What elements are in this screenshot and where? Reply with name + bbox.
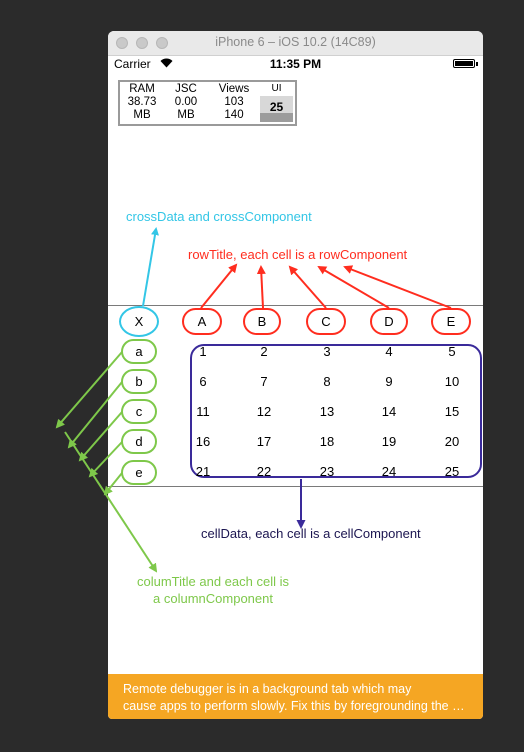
minimize-window-button[interactable] bbox=[136, 37, 148, 49]
close-window-button[interactable] bbox=[116, 37, 128, 49]
zoom-window-button[interactable] bbox=[156, 37, 168, 49]
cell-2-e[interactable]: 10 bbox=[444, 374, 460, 389]
window-title: iPhone 6 – iOS 10.2 (14C89) bbox=[215, 35, 376, 49]
row-arrow-b bbox=[256, 265, 266, 309]
cell-4-b[interactable]: 17 bbox=[256, 434, 272, 449]
row-title-c[interactable]: C bbox=[306, 308, 346, 335]
column-arrow-b bbox=[67, 381, 123, 449]
cell-5-b[interactable]: 22 bbox=[256, 464, 272, 479]
column-annotation: columTitle and each cell is a columnComp… bbox=[126, 573, 300, 607]
perf-jsc: JSC 0.00 MB bbox=[166, 83, 206, 122]
cell-annotation: cellData, each cell is a cellComponent bbox=[201, 526, 421, 541]
perf-ui-label: UI bbox=[271, 83, 282, 94]
column-annotation-line2: a columnComponent bbox=[153, 591, 273, 606]
remote-debugger-banner[interactable]: Remote debugger is in a background tab w… bbox=[108, 674, 483, 719]
cell-4-d[interactable]: 19 bbox=[381, 434, 397, 449]
perf-views: Views 103 140 bbox=[214, 83, 254, 122]
column-arrow-e bbox=[103, 472, 123, 496]
cell-3-b[interactable]: 12 bbox=[256, 404, 272, 419]
cell-2-a[interactable]: 6 bbox=[199, 374, 207, 389]
column-title-d[interactable]: d bbox=[121, 429, 157, 454]
battery-icon bbox=[453, 59, 475, 68]
cell-4-e[interactable]: 20 bbox=[444, 434, 460, 449]
row-title-d[interactable]: D bbox=[370, 308, 408, 335]
cell-5-d[interactable]: 24 bbox=[381, 464, 397, 479]
cell-5-c[interactable]: 23 bbox=[319, 464, 335, 479]
perf-jsc-value: 0.00 bbox=[174, 96, 198, 108]
row-arrow-e bbox=[343, 265, 452, 309]
cell-3-a[interactable]: 11 bbox=[196, 404, 210, 419]
perf-views-unit: 140 bbox=[224, 109, 244, 121]
status-time: 11:35 PM bbox=[269, 57, 322, 71]
cell-1-b[interactable]: 2 bbox=[260, 344, 268, 359]
column-title-a[interactable]: a bbox=[121, 339, 157, 364]
cell-4-a[interactable]: 16 bbox=[195, 434, 211, 449]
carrier-label: Carrier bbox=[114, 57, 151, 71]
window-titlebar: iPhone 6 – iOS 10.2 (14C89) bbox=[108, 31, 483, 56]
table-top-divider bbox=[108, 305, 483, 306]
column-arrow-a bbox=[55, 351, 123, 429]
cell-2-c[interactable]: 8 bbox=[323, 374, 331, 389]
cell-3-e[interactable]: 15 bbox=[444, 404, 460, 419]
perf-views-label: Views bbox=[218, 83, 250, 95]
simulator-window: iPhone 6 – iOS 10.2 (14C89) Carrier 11:3… bbox=[108, 31, 483, 719]
row-arrow-a bbox=[200, 263, 238, 309]
cell-1-c[interactable]: 3 bbox=[323, 344, 331, 359]
cell-5-e[interactable]: 25 bbox=[444, 464, 460, 479]
battery-tip-icon bbox=[476, 62, 478, 66]
row-title-b[interactable]: B bbox=[243, 308, 281, 335]
fps-graph bbox=[260, 96, 293, 122]
perf-jsc-label: JSC bbox=[175, 83, 197, 95]
column-main-arrow bbox=[64, 431, 158, 573]
perf-ram-value: 38.73 bbox=[127, 96, 157, 108]
cell-1-d[interactable]: 4 bbox=[385, 344, 393, 359]
row-annotation: rowTitle, each cell is a rowComponent bbox=[188, 247, 408, 262]
perf-ui-value: 25 bbox=[269, 100, 284, 114]
perf-ram-unit: MB bbox=[133, 109, 151, 121]
ios-status-bar: Carrier 11:35 PM bbox=[108, 55, 483, 73]
cross-arrow bbox=[142, 227, 159, 307]
column-annotation-line1: columTitle and each cell is bbox=[137, 574, 289, 589]
cell-3-d[interactable]: 14 bbox=[381, 404, 397, 419]
row-title-e[interactable]: E bbox=[431, 308, 471, 335]
cell-4-c[interactable]: 18 bbox=[319, 434, 335, 449]
column-arrow-c bbox=[78, 411, 123, 462]
row-arrow-c bbox=[288, 265, 327, 309]
perf-monitor[interactable]: RAM 38.73 MB JSC 0.00 MB Views 103 140 U… bbox=[118, 80, 297, 126]
row-arrow-d bbox=[317, 265, 390, 309]
column-title-e[interactable]: e bbox=[121, 460, 157, 485]
cross-cell[interactable]: X bbox=[119, 306, 159, 337]
column-title-b[interactable]: b bbox=[121, 369, 157, 394]
perf-ui-fps: UI 25 bbox=[258, 82, 295, 124]
table-bottom-divider bbox=[108, 486, 483, 487]
perf-ram-label: RAM bbox=[129, 83, 155, 95]
cell-3-c[interactable]: 13 bbox=[319, 404, 335, 419]
perf-jsc-unit: MB bbox=[177, 109, 195, 121]
cell-data-frame bbox=[190, 344, 482, 478]
cell-2-b[interactable]: 7 bbox=[260, 374, 268, 389]
column-title-c[interactable]: c bbox=[121, 399, 157, 424]
cell-5-a[interactable]: 21 bbox=[195, 464, 211, 479]
perf-views-value: 103 bbox=[224, 96, 244, 108]
column-arrow-d bbox=[88, 441, 123, 478]
cell-1-e[interactable]: 5 bbox=[448, 344, 456, 359]
row-title-a[interactable]: A bbox=[182, 308, 222, 335]
cell-1-a[interactable]: 1 bbox=[199, 344, 207, 359]
wifi-icon bbox=[160, 58, 173, 68]
cross-annotation: crossData and crossComponent bbox=[126, 209, 312, 224]
perf-ram: RAM 38.73 MB bbox=[122, 83, 162, 122]
cell-2-d[interactable]: 9 bbox=[385, 374, 393, 389]
